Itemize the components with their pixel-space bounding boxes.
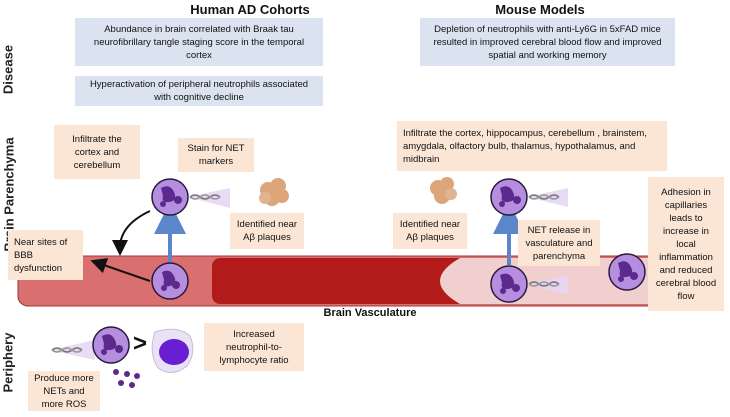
mouse-net-release-text: NET release in vasculature and parenchym… [525,224,593,262]
human-vessel-neutrophil-icon [151,262,189,300]
mouse-infiltrate-box: Infiltrate the cortex, hippocampus, cere… [397,121,667,171]
periphery-ratio-box: Increased neutrophil-to-lymphocyte ratio [204,323,304,371]
mouse-adhesion-text: Adhesion in capillaries leads to increas… [655,186,717,302]
human-bbb-box: Near sites of BBB dysfunction [8,230,83,280]
periphery-lymphocyte-icon [151,328,194,373]
mouse-infiltrate-text: Infiltrate the cortex, hippocampus, cere… [403,127,647,165]
mouse-adhered-neutrophil-icon [608,253,646,291]
human-disease-hyperactivation-box: Hyperactivation of peripheral neutrophil… [75,76,323,106]
greater-than-symbol: > [133,330,148,357]
mouse-net-release-box: NET release in vasculature and parenchym… [518,220,600,266]
mouse-net-dna-icon [527,188,568,207]
periphery-net-dna-icon [50,340,95,360]
periphery-ratio-text: Increased neutrophil-to-lymphocyte ratio [219,328,289,366]
human-bbb-arrow-upper [112,210,151,256]
human-net-stain-text: Stain for NET markers [187,143,245,167]
human-plaques-box: Identified near Aβ plaques [230,213,304,249]
human-bbb-arrow-lower [90,258,151,282]
mouse-disease-depletion-text: Depletion of neutrophils with anti-Ly6G … [433,23,662,61]
periphery-ros-dots-icon [113,369,140,388]
mouse-plaques-box: Identified near Aβ plaques [393,213,467,249]
human-bbb-text: Near sites of BBB dysfunction [14,236,68,274]
brain-vasculature-label: Brain Vasculature [323,307,417,319]
mouse-vessel-net-dna-icon [527,275,568,294]
mouse-adhesion-box: Adhesion in capillaries leads to increas… [648,177,724,311]
periphery-nets-ros-box: Produce more NETs and more ROS [28,371,100,411]
human-disease-hyperactivation-text: Hyperactivation of peripheral neutrophil… [89,79,309,103]
human-parenchyma-neutrophil-icon [151,178,189,216]
human-disease-braak-box: Abundance in brain correlated with Braak… [75,18,323,66]
mouse-disease-depletion-box: Depletion of neutrophils with anti-Ly6G … [420,18,675,66]
mouse-plaques-text: Identified near Aβ plaques [399,219,461,243]
mouse-parenchyma-neutrophil-icon [490,178,528,216]
human-disease-braak-text: Abundance in brain correlated with Braak… [93,23,305,61]
column-title-human: Human AD Cohorts [190,2,310,17]
periphery-nets-ros-text: Produce more NETs and more ROS [34,372,94,410]
periphery-neutrophil-icon [92,326,130,364]
human-infiltrate-text: Infiltrate the cortex and cerebellum [72,133,122,171]
human-infiltrate-box: Infiltrate the cortex and cerebellum [54,125,140,179]
mouse-vessel-neutrophil-icon [490,265,528,303]
human-net-dna-icon [188,188,230,208]
column-title-mouse: Mouse Models [495,2,585,17]
human-net-stain-box: Stain for NET markers [178,138,254,172]
human-amyloid-plaque-icon [259,178,289,206]
human-plaques-text: Identified near Aβ plaques [236,219,298,243]
mouse-amyloid-plaque-icon [430,177,457,204]
